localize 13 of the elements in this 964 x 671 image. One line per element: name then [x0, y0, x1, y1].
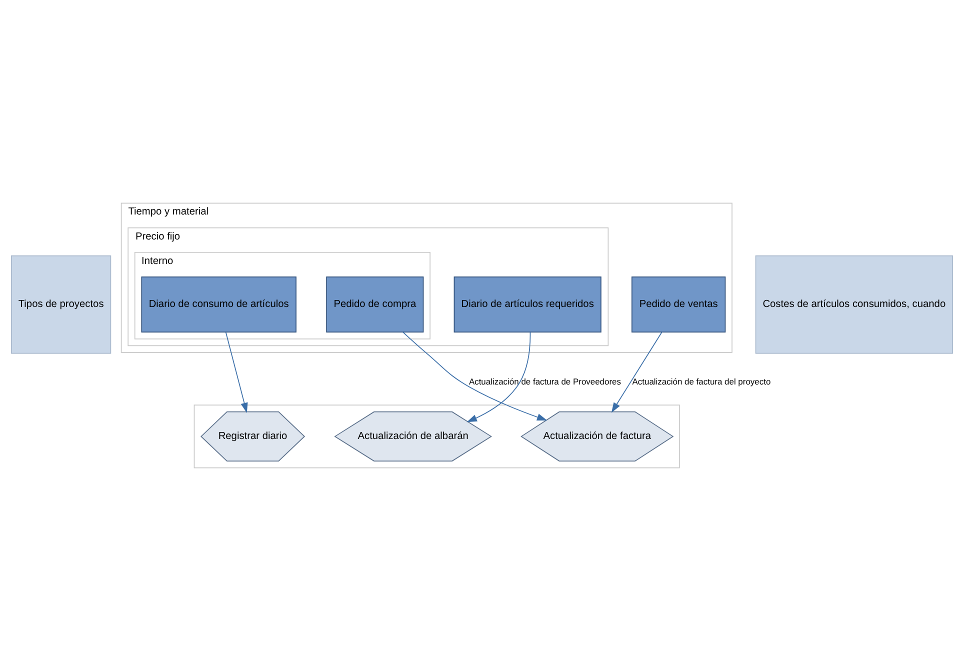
- node-box: Costes de artículos consumidos, cuando: [755, 255, 953, 354]
- arrow: [466, 332, 531, 422]
- edge-label: Actualización de factura de Proveedores: [468, 376, 622, 387]
- node-box: Tipos de proyectos: [11, 255, 112, 354]
- node-box: Diario de consumo de artículos: [141, 276, 296, 333]
- arrow: [402, 332, 548, 421]
- cluster: [194, 404, 680, 468]
- arrow: [611, 332, 662, 413]
- node-box: Diario de artículos requeridos: [454, 276, 602, 333]
- node-box: Pedido de ventas: [632, 276, 726, 333]
- edge-label: Actualización de factura del proyecto: [632, 376, 771, 387]
- node-box: Pedido de compra: [326, 276, 424, 333]
- arrow: [225, 332, 248, 413]
